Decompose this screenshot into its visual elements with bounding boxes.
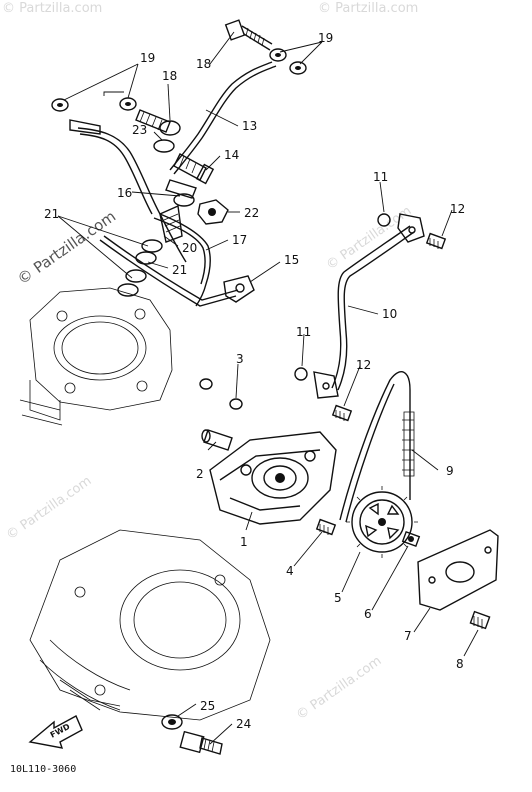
callout-25: 25: [200, 699, 215, 713]
leader-lines: [57, 31, 479, 745]
callout-10: 10: [382, 307, 397, 321]
callout-7: 7: [404, 629, 412, 643]
washers-19-left: [51, 97, 137, 112]
callout-18-top: 18: [196, 57, 211, 71]
banjo-bolt-18-top: [224, 19, 273, 51]
pipe-fitting-top: [397, 213, 425, 243]
callout-16: 16: [117, 186, 132, 200]
bolt-6: [401, 531, 421, 547]
pipe-fitting-bottom: [313, 371, 339, 399]
dowel-pin-2: [201, 429, 233, 451]
callout-2: 2: [196, 467, 204, 481]
union-nut-22: [197, 199, 229, 225]
oil-pump-body-1: [209, 431, 337, 525]
callout-21-left: 21: [44, 207, 59, 221]
callout-9: 9: [446, 464, 454, 478]
washers-19-top: [269, 48, 307, 75]
callout-18-left: 18: [162, 69, 177, 83]
o-ring-11-top: [377, 213, 391, 227]
callout-6: 6: [364, 607, 372, 621]
engine-cylinder: [19, 287, 173, 426]
callout-11-top: 11: [373, 170, 388, 184]
drive-chain-9: [339, 371, 415, 523]
o-ring-11-mid: [294, 367, 308, 381]
clamp-15: [223, 275, 255, 303]
callout-23: 23: [132, 123, 147, 137]
callout-14: 14: [224, 148, 239, 162]
watermark-lower-left: © Partzilla.com: [4, 473, 95, 543]
crankcase: [29, 529, 271, 721]
callout-12-top: 12: [450, 202, 465, 216]
watermark-lower-right: © Partzilla.com: [294, 653, 385, 723]
callout-20: 20: [182, 241, 197, 255]
callout-17: 17: [232, 233, 247, 247]
callout-11-mid: 11: [296, 325, 311, 339]
bolt-4: [315, 518, 337, 536]
callout-22: 22: [244, 206, 259, 220]
union-bolt-16: [165, 179, 197, 207]
diagram-code: 10L110-3060: [10, 764, 76, 775]
washer-25: [161, 714, 183, 730]
callout-19-top: 19: [318, 31, 333, 45]
callout-5: 5: [334, 591, 342, 605]
fitting-23: [153, 120, 181, 153]
sprocket-cover-7: [417, 529, 499, 611]
callout-12-mid: 12: [356, 358, 371, 372]
oil-pipe-10: [331, 225, 415, 391]
front-direction-arrow: FWD: [28, 715, 83, 749]
bolt-12-mid: [331, 404, 353, 422]
sprocket-5: [346, 486, 418, 558]
oil-delivery-pipe-17: [77, 127, 239, 307]
callout-21-lower: 21: [172, 263, 187, 277]
bolt-12-top: [425, 232, 447, 250]
union-bolt-20: [159, 204, 183, 243]
drain-plug-24: [179, 730, 223, 755]
o-rings-3: [199, 378, 243, 410]
banjo-bolt-18-left: [69, 109, 171, 135]
callout-24: 24: [236, 717, 251, 731]
watermark-top-left: © Partzilla.com: [2, 1, 102, 16]
bolt-8: [469, 610, 491, 630]
callout-3: 3: [236, 352, 244, 366]
callout-13: 13: [242, 119, 257, 133]
callout-15: 15: [284, 253, 299, 267]
callout-1: 1: [240, 535, 248, 549]
callout-8: 8: [456, 657, 464, 671]
watermark-top-right: © Partzilla.com: [318, 1, 418, 16]
callout-19-left: 19: [140, 51, 155, 65]
callout-labels: 19 18 19 18 13 23 14 16 22 21 20 17 21 1…: [44, 31, 465, 731]
callout-4: 4: [286, 564, 294, 578]
